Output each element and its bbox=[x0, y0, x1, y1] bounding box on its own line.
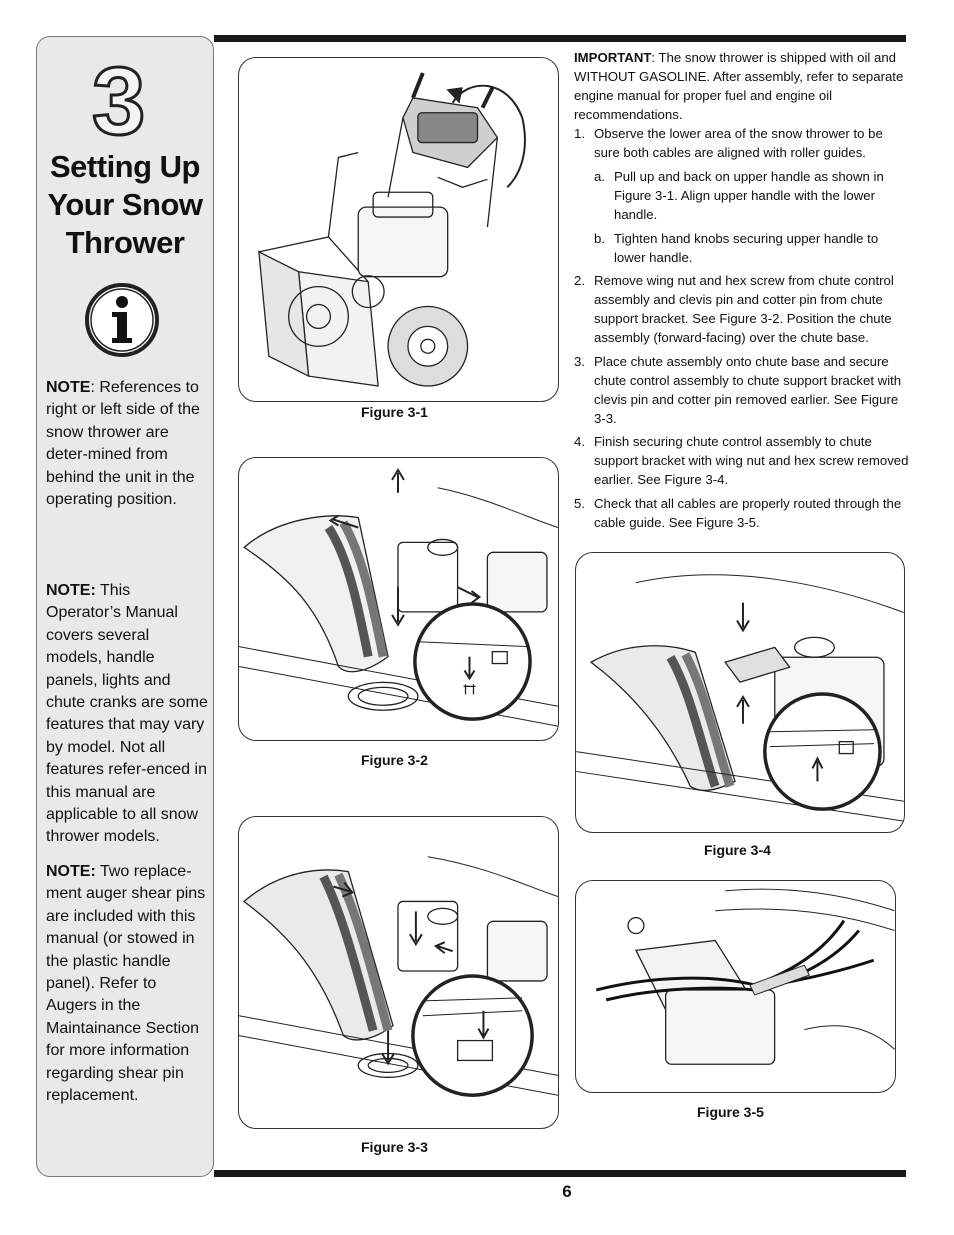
figure-caption: Figure 3-4 bbox=[704, 842, 771, 858]
step-3: 3. Place chute assembly onto chute base a… bbox=[574, 352, 909, 428]
important-paragraph: IMPORTANT: The snow thrower is shipped w… bbox=[574, 48, 909, 124]
step-1a: a. Pull up and back on upper handle as sh… bbox=[574, 167, 909, 224]
step-number: 2. bbox=[574, 273, 585, 288]
figure-3-5-illustration bbox=[575, 880, 896, 1093]
important-label: IMPORTANT bbox=[574, 50, 652, 65]
step-text: Observe the lower area of the snow throw… bbox=[594, 126, 883, 160]
chapter-sidebar bbox=[36, 36, 214, 1177]
bottom-rule bbox=[214, 1170, 906, 1177]
substep-text: Pull up and back on upper handle as show… bbox=[614, 169, 884, 222]
figure-caption: Figure 3-1 bbox=[361, 404, 428, 420]
step-4: 4. Finish securing chute control assembly… bbox=[574, 432, 909, 489]
step-text: Check that all cables are properly route… bbox=[594, 496, 902, 530]
substep-text: Tighten hand knobs securing upper handle… bbox=[614, 231, 879, 265]
note-left-right: NOTE: References to right or left side o… bbox=[46, 377, 208, 511]
substep-number: b. bbox=[594, 231, 605, 246]
figure-caption: Figure 3-5 bbox=[697, 1104, 764, 1120]
note-label: NOTE bbox=[46, 379, 91, 396]
chapter-title: Setting Up Your Snow Thrower bbox=[47, 149, 203, 260]
chapter-number: 3 bbox=[90, 48, 146, 155]
figure-3-2-illustration bbox=[238, 457, 559, 741]
page-number: 6 bbox=[562, 1182, 572, 1201]
note-text: Two replace-ment auger shear pins are in… bbox=[46, 863, 206, 1105]
figure-3-3-illustration bbox=[238, 816, 559, 1129]
note-text: : References to right or left side of th… bbox=[46, 379, 200, 509]
note-label: NOTE: bbox=[46, 863, 96, 880]
step-number: 4. bbox=[574, 434, 585, 449]
step-number: 1. bbox=[574, 126, 585, 141]
step-text: Remove wing nut and hex screw from chute… bbox=[594, 273, 894, 345]
step-number: 5. bbox=[574, 496, 585, 511]
note-shear-pins: NOTE: Two replace-ment auger shear pins … bbox=[46, 861, 208, 1107]
substep-number: a. bbox=[594, 169, 605, 184]
figure-caption: Figure 3-2 bbox=[361, 752, 428, 768]
step-5: 5. Check that all cables are properly rou… bbox=[574, 494, 909, 532]
step-1: 1. Observe the lower area of the snow thr… bbox=[574, 124, 909, 162]
step-2: 2. Remove wing nut and hex screw from chu… bbox=[574, 271, 909, 347]
step-text: Place chute assembly onto chute base and… bbox=[594, 354, 902, 426]
top-rule bbox=[214, 35, 906, 42]
figure-3-4-illustration bbox=[575, 552, 905, 833]
info-icon bbox=[85, 283, 159, 357]
step-1b: b. Tighten hand knobs securing upper hand… bbox=[574, 229, 909, 267]
important-text: : The snow thrower is shipped with oil a… bbox=[574, 50, 904, 122]
note-models: NOTE: This Operator’s Manual covers seve… bbox=[46, 580, 208, 849]
note-label: NOTE: bbox=[46, 582, 96, 599]
note-text: This Operator’s Manual covers several mo… bbox=[46, 582, 208, 846]
step-number: 3. bbox=[574, 354, 585, 369]
step-text: Finish securing chute control assembly t… bbox=[594, 434, 909, 487]
figure-3-1-illustration bbox=[238, 57, 559, 402]
figure-caption: Figure 3-3 bbox=[361, 1139, 428, 1155]
